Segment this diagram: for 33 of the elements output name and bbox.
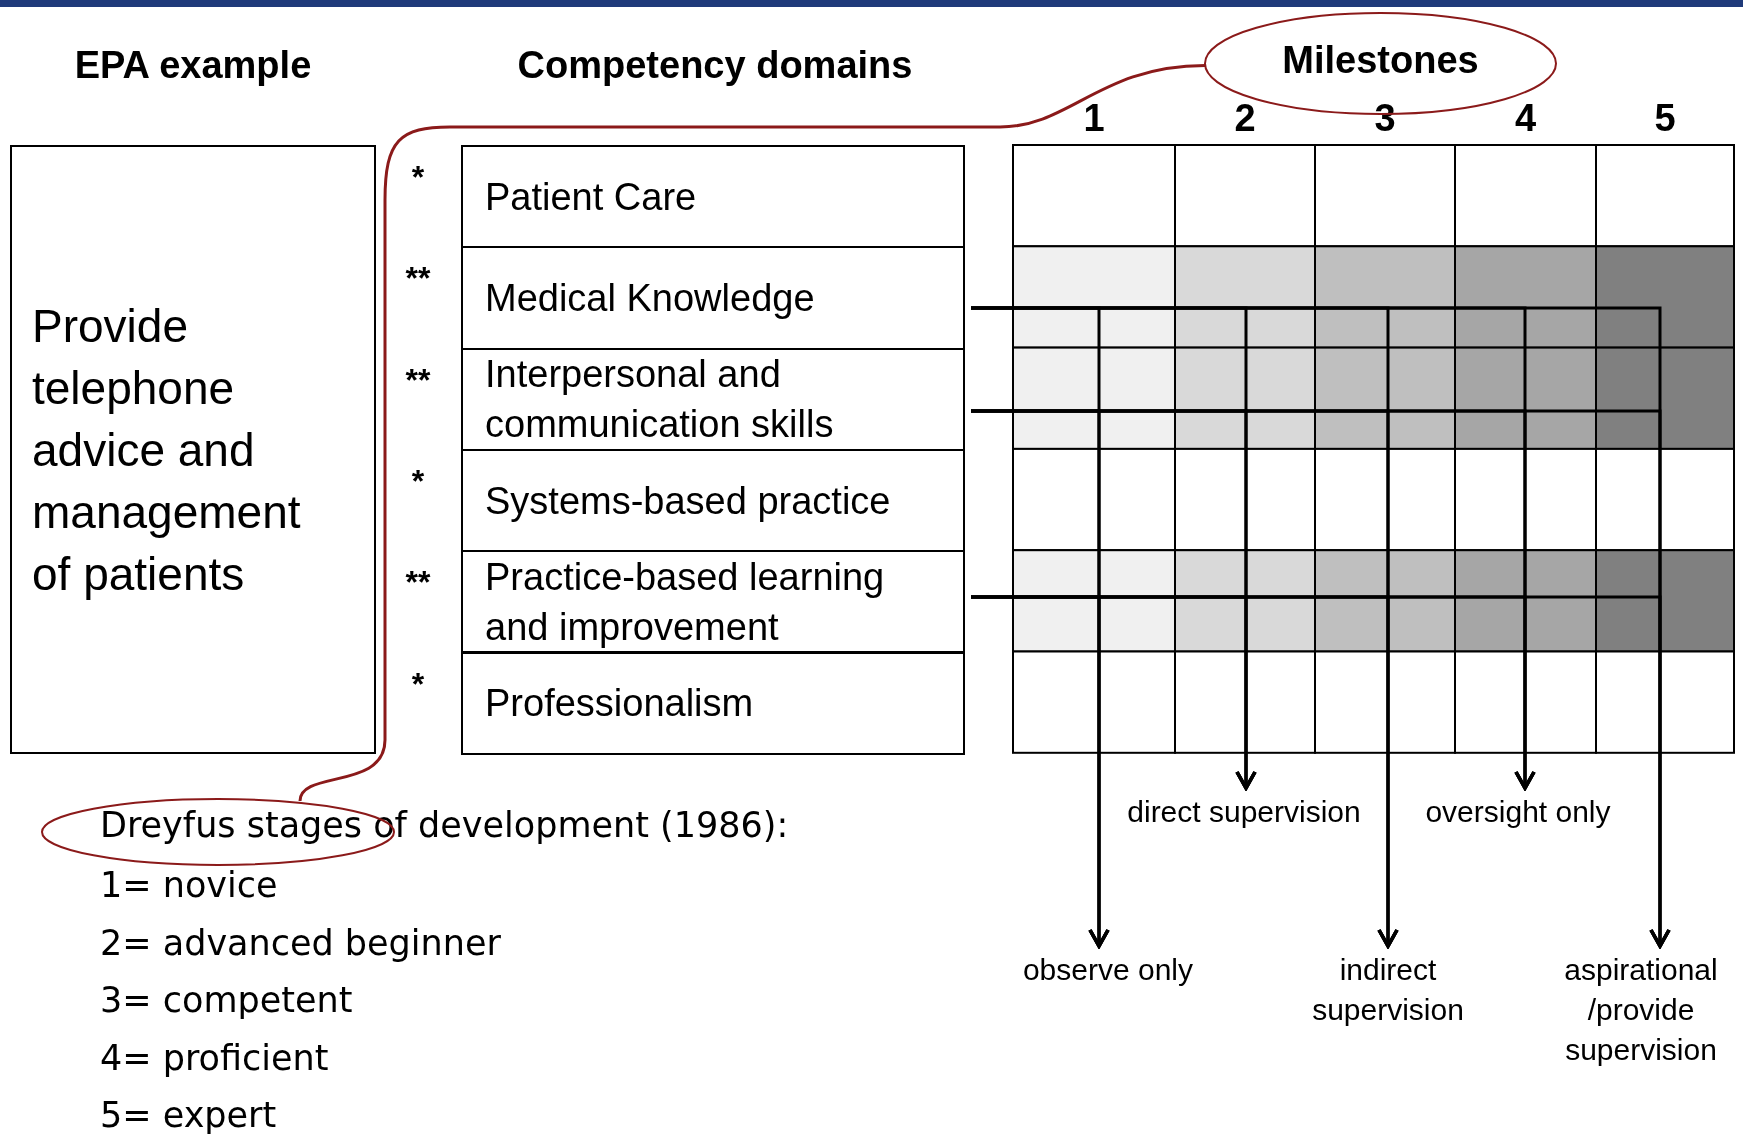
domain-row	[461, 145, 965, 249]
stage-item: 3= competent	[100, 980, 353, 1020]
emphasis-mark: **	[404, 564, 432, 602]
milestone-number: 5	[1653, 97, 1677, 140]
milestone-number: 4	[1513, 97, 1538, 140]
emphasis-mark: **	[404, 361, 432, 399]
domain-name: Patient Care	[485, 174, 697, 220]
domain-row	[461, 448, 965, 553]
column-header: Competency domains	[516, 43, 914, 88]
emphasis-mark: **	[404, 260, 432, 298]
emphasis-mark: *	[410, 665, 426, 703]
domain-name: Medical Knowledge	[485, 275, 815, 321]
domain-name: Interpersonal and communication skills	[485, 352, 835, 448]
connector-curve	[298, 64, 1206, 802]
milestone-number: 2	[1233, 97, 1257, 140]
arrow	[971, 595, 1671, 948]
domain-row	[461, 246, 965, 350]
column-header: EPA example	[73, 43, 313, 88]
stage-item: 2= advanced beginner	[100, 922, 501, 963]
domain-name: Professionalism	[485, 681, 754, 727]
domain-row	[461, 550, 965, 654]
stage-item: 1= novice	[100, 865, 278, 905]
domain-name: Practice-based learning and improvement	[485, 554, 886, 650]
domain-row	[461, 347, 965, 451]
milestone-number: 1	[1082, 97, 1106, 140]
epa-text: Provide telephone advice and management of patients	[32, 298, 302, 602]
domain-name: Systems-based practice	[485, 478, 891, 524]
emphasis-mark: *	[410, 159, 426, 196]
emphasis-mark: *	[410, 462, 426, 500]
stage-item: 4= proficient	[100, 1037, 329, 1078]
domain-row	[461, 651, 965, 755]
stage-item: 5= expert	[100, 1095, 277, 1135]
heading: Milestones	[1282, 39, 1479, 82]
